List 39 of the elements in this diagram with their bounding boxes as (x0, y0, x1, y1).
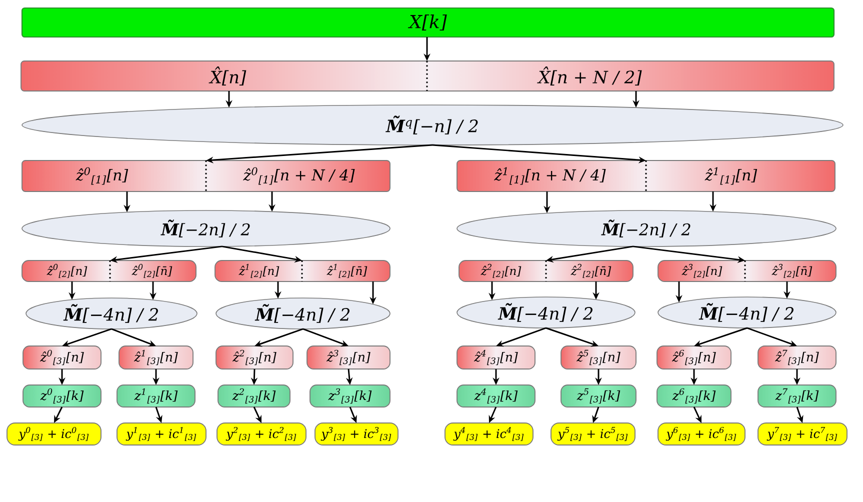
signal-box: ẑ$^{1}$$_{[3]}$[n] (118, 346, 194, 370)
output-box: y$^{2}$$_{[3]}$ + ic$^{2}$[3] (216, 422, 306, 446)
signal-box: ẑ$^{4}$$_{[3]}$[n] (456, 346, 536, 370)
signal-box: ẑ$^{7}$$_{[3]}$[n] (758, 346, 836, 370)
signal-label: X̂[n + N / 2] (537, 66, 642, 86)
signal-label: ẑ$^{0}$$_{[2]}$[n] (46, 264, 88, 278)
transform-box: z$^{0}$$_{[3]}$[k] (22, 384, 102, 408)
transform-box: z$^{4}$$_{[3]}$[k] (456, 384, 536, 408)
signal-label: ẑ$^{0}$$_{[1]}$[n + N / 4] (243, 167, 355, 185)
signal-label: ẑ$^{1}$$_{[1]}$[n] (704, 167, 758, 185)
output-box: y$^{6}$$_{[3]}$ + ic$^{6}$[3] (658, 422, 746, 446)
output-box: y$^{4}$$_{[3]}$ + ic$^{4}$[3] (444, 422, 534, 446)
output-box: y$^{3}$$_{[3]}$ + ic$^{3}$[3] (314, 422, 398, 446)
signal-box: ẑ$^{5}$$_{[3]}$[n] (560, 346, 636, 370)
signal-label: ẑ$^{0}$$_{[2]}$[n̄] (132, 264, 172, 278)
signal-box: ẑ$^{3}$$_{[3]}$[n] (306, 346, 390, 370)
output-box: y$^{7}$$_{[3]}$ + ic$^{7}$[3] (758, 422, 848, 446)
input-bar: X[k] (21, 7, 835, 38)
signal-box: ẑ$^{0}$$_{[3]}$[n] (22, 346, 102, 370)
signal-label: ẑ$^{1}$$_{[2]}$[n̄] (326, 264, 368, 278)
transform-box: z$^{2}$$_{[3]}$[k] (218, 384, 290, 408)
output-box: y$^{0}$$_{[3]}$ + ic$^{0}$[3] (6, 422, 102, 446)
signal-label: ẑ$^{0}$$_{[1]}$[n] (76, 167, 128, 185)
signal-box: ẑ$^{6}$$_{[3]}$[n] (656, 346, 732, 370)
transform-box: z$^{3}$$_{[3]}$[k] (310, 384, 390, 408)
signal-label: ẑ$^{3}$$_{[2]}$[n̄] (772, 264, 812, 278)
signal-label: ẑ$^{3}$$_{[2]}$[n] (682, 264, 722, 278)
transform-box: z$^{1}$$_{[3]}$[k] (116, 384, 196, 408)
signal-label: ẑ$^{2}$$_{[2]}$[n̄] (570, 264, 612, 278)
output-box: y$^{5}$$_{[3]}$ + ic$^{5}$[3] (550, 422, 636, 446)
signal-label: ẑ$^{1}$$_{[1]}$[n + N / 4] (494, 167, 606, 185)
transform-box: z$^{5}$$_{[3]}$[k] (560, 384, 636, 408)
signal-label: ẑ$^{1}$$_{[2]}$[n] (238, 264, 280, 278)
signal-box: ẑ$^{2}$$_{[3]}$[n] (216, 346, 294, 370)
transform-box: z$^{6}$$_{[3]}$[k] (656, 384, 732, 408)
output-box: y$^{1}$$_{[3]}$ + ic$^{1}$[3] (116, 422, 206, 446)
transform-box: z$^{7}$$_{[3]}$[k] (758, 384, 836, 408)
signal-label: X̂[n] (208, 66, 246, 86)
signal-label: ẑ$^{2}$$_{[2]}$[n] (480, 264, 522, 278)
